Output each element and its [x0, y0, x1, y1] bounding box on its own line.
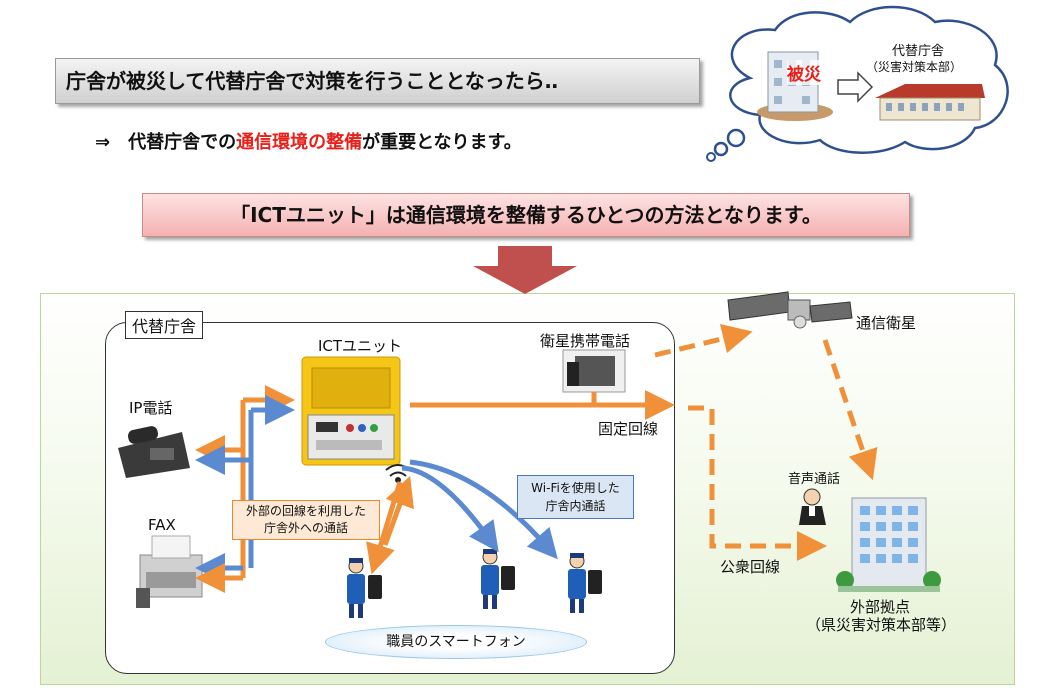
satellite-device	[727, 291, 853, 329]
fax-label: FAX	[148, 516, 176, 534]
alt-office-sub: （災害対策本部）	[866, 60, 963, 74]
external-base-sub: （県災害対策本部等）	[806, 616, 957, 634]
sat-phone-device	[562, 349, 626, 393]
ip-phone-device	[118, 426, 190, 478]
voice-call-person	[799, 488, 826, 525]
big-down-arrow	[473, 246, 577, 294]
wifi-call-note-line1: Wi-Fiを使用した	[531, 481, 620, 495]
voice-call-label: 音声通話	[788, 472, 841, 487]
external-base-label: 外部拠点	[850, 598, 911, 616]
sub-highlight: 通信環境の整備	[236, 132, 363, 153]
sub-suffix: が重要となります。	[362, 132, 522, 153]
outside-call-note: 外部の回線を利用した 庁舎外への通話	[232, 500, 380, 540]
external-base-building	[836, 497, 941, 592]
fixed-line-label: 固定回線	[598, 420, 659, 438]
outside-call-note-line2: 庁舎外への通話	[263, 521, 348, 535]
alt-office-title: 代替庁舎	[892, 44, 945, 59]
satellite-label: 通信衛星	[856, 314, 917, 332]
outside-call-note-line1: 外部の回線を利用した	[245, 504, 366, 518]
ict-banner: 「ICTユニット」は通信環境を整備するひとつの方法となります。	[142, 193, 910, 237]
public-line-label: 公衆回線	[720, 558, 781, 576]
staff-figures	[347, 549, 602, 618]
hisai-label: 被災	[787, 60, 821, 85]
wifi-call-note: Wi-Fiを使用した 庁舎内通話	[517, 475, 634, 519]
fax-device	[136, 535, 203, 608]
sub-prefix: ⇒ 代替庁舎での	[95, 132, 237, 153]
staff-smartphone-label: 職員のスマートフォン	[325, 625, 587, 659]
question-banner: 庁舎が被災して代替庁舎で対策を行うこととなったら‥	[55, 58, 700, 104]
alt-office-label: 代替庁舎	[125, 311, 204, 339]
sat-phone-label: 衛星携帯電話	[540, 332, 631, 350]
ict-unit-device	[301, 356, 401, 466]
wifi-call-note-line2: 庁舎内通話	[545, 499, 606, 513]
ict-unit-label: ICTユニット	[318, 337, 403, 355]
ip-phone-label: IP電話	[129, 399, 173, 417]
sub-statement: ⇒ 代替庁舎での通信環境の整備が重要となります。	[95, 128, 522, 154]
